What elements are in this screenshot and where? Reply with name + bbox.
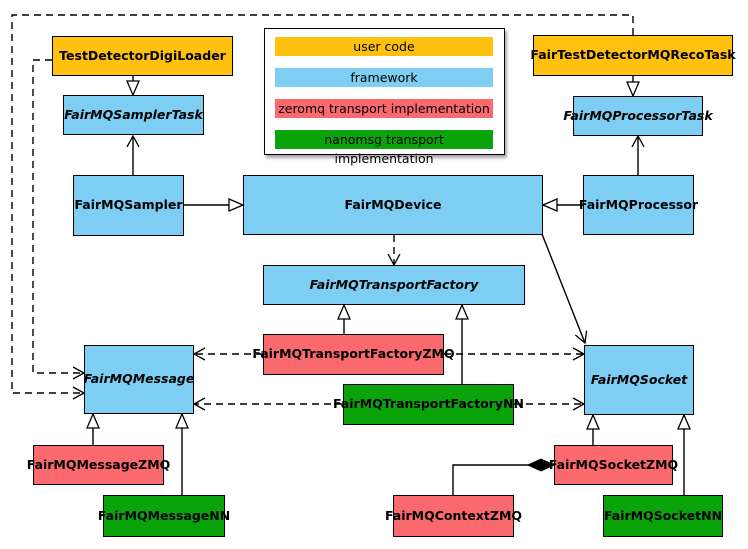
node-fairmqmessage: FairMQMessage bbox=[84, 345, 194, 414]
node-fairmqtransportfactorynn: FairMQTransportFactoryNN bbox=[333, 384, 524, 425]
legend-item-nanomsg: nanomsg transport implementation bbox=[275, 130, 493, 166]
node-fairmqprocessor: FairMQProcessor bbox=[579, 175, 698, 235]
legend-item-framework: framework bbox=[275, 68, 493, 87]
node-fairmqsampler: FairMQSampler bbox=[73, 175, 184, 236]
legend-item-zeromq: zeromq transport implementation bbox=[275, 99, 493, 118]
node-fairmqmessagenn: FairMQMessageNN bbox=[98, 495, 230, 537]
node-testdetectordigiloader: TestDetectorDigiLoader bbox=[52, 36, 233, 76]
node-fairtestdetectormqrecotask: FairTestDetectorMQRecoTask bbox=[530, 35, 736, 76]
node-fairmqsocketzmq: FairMQSocketZMQ bbox=[549, 445, 678, 485]
node-fairmqcontextzmq: FairMQContextZMQ bbox=[385, 495, 522, 537]
node-fairmqtransportfactoryzmq: FairMQTransportFactoryZMQ bbox=[252, 334, 455, 375]
node-fairmqsocket: FairMQSocket bbox=[584, 345, 694, 415]
node-fairmqsamplertask: FairMQSamplerTask bbox=[63, 95, 204, 135]
node-fairmqdevice: FairMQDevice bbox=[243, 175, 543, 235]
legend-box: user code framework zeromq transport imp… bbox=[264, 28, 505, 166]
legend-item-user-code: user code bbox=[275, 37, 493, 56]
node-fairmqtransportfactory: FairMQTransportFactory bbox=[263, 265, 525, 305]
node-fairmqprocessortask: FairMQProcessorTask bbox=[563, 96, 713, 136]
node-fairmqsocketnn: FairMQSocketNN bbox=[603, 495, 723, 537]
node-fairmqmessagezmq: FairMQMessageZMQ bbox=[27, 445, 170, 485]
